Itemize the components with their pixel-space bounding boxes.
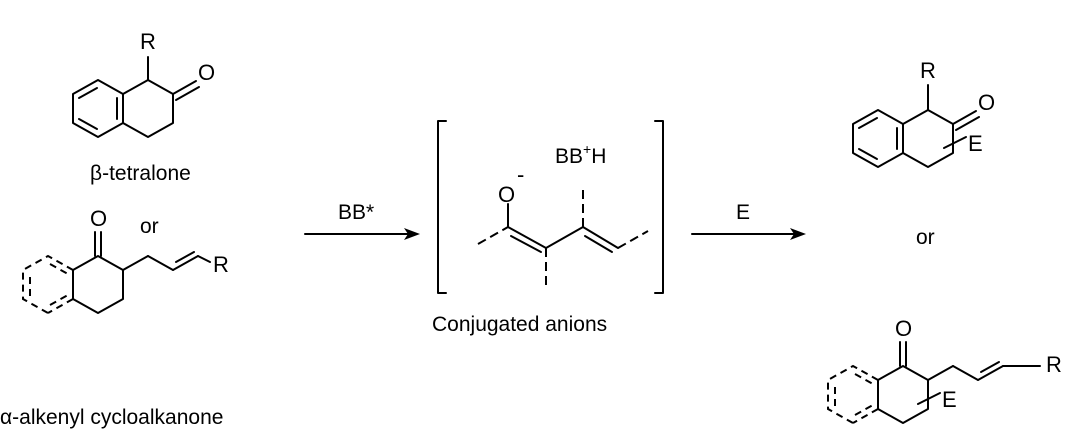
alkenyl-cycloalkanone-label: α-alkenyl cycloalkanone — [0, 406, 223, 429]
conjugated-anions-label: Conjugated anions — [432, 313, 607, 336]
conjugated-anion-structure: O - — [437, 120, 664, 294]
reagent-bb-star: BB* — [338, 201, 374, 224]
r-substituent: R — [920, 58, 936, 83]
oxygen-atom: O — [498, 182, 515, 207]
product-or-label: or — [916, 226, 935, 249]
r-substituent: R — [1046, 352, 1062, 377]
oxygen-atom: O — [198, 60, 215, 85]
oxygen-atom: O — [978, 90, 995, 115]
negative-charge: - — [517, 162, 524, 187]
beta-tetralone-structure: R O — [72, 29, 215, 138]
product-tetralone-structure: R O E — [852, 58, 995, 168]
reactant-or-label: or — [140, 215, 159, 238]
electrophile-e: E — [968, 131, 983, 156]
alkenyl-cycloalkanone-structure: O R — [22, 206, 229, 314]
oxygen-atom: O — [895, 316, 912, 341]
product-alkenyl-cycloalkanone-structure: O R E — [827, 316, 1062, 424]
reaction-arrow-1 — [304, 228, 420, 240]
counter-ion-bb: BB+H — [555, 141, 606, 168]
reaction-arrow-2 — [691, 228, 806, 240]
r-substituent: R — [140, 29, 156, 54]
beta-tetralone-label: β-tetralone — [90, 162, 191, 185]
oxygen-atom: O — [90, 206, 107, 231]
reagent-e: E — [736, 201, 750, 224]
electrophile-e: E — [942, 387, 957, 412]
r-substituent: R — [213, 252, 229, 277]
